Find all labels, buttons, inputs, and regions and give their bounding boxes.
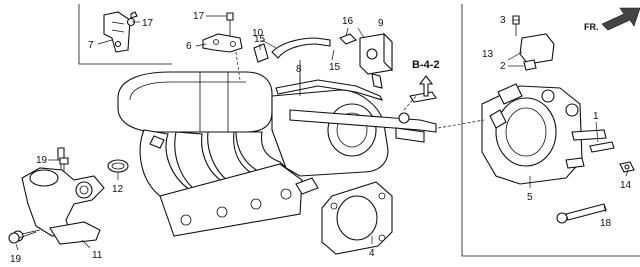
front-direction-arrow: FR. [584, 7, 640, 32]
callout-12: 12 [112, 184, 124, 195]
leader-lines [15, 15, 629, 251]
hose-10 [253, 37, 331, 63]
callout-1: 1 [593, 111, 599, 122]
guide-lines [235, 51, 485, 129]
callout-17-inset: 17 [142, 18, 154, 29]
o-ring-12 [107, 159, 129, 173]
front-direction-label: FR. [584, 22, 599, 32]
callout-6: 6 [186, 41, 192, 52]
reference-label: B-4-2 [412, 59, 440, 71]
bolt-19-top [59, 157, 69, 172]
reference-b-4-2: B-4-2 [412, 59, 440, 97]
callout-19-top: 19 [36, 155, 48, 166]
callout-11: 11 [92, 250, 103, 261]
pipe-8 [275, 79, 437, 103]
iac-valve-11 [12, 147, 105, 245]
inset-bracket-assembly [103, 11, 138, 53]
callout-15-left: 15 [254, 34, 266, 45]
callout-8: 8 [296, 64, 302, 75]
callout-15-right: 15 [329, 62, 341, 73]
callout-18: 18 [600, 218, 612, 229]
callout-5: 5 [527, 192, 533, 203]
callout-3: 3 [500, 15, 506, 26]
callout-2: 2 [500, 61, 506, 72]
bolt-19-bottom [8, 231, 37, 244]
callout-19-bottom: 19 [10, 254, 22, 265]
intake-manifold [117, 60, 437, 237]
inset-box-throttle [461, 4, 640, 257]
callout-10: 10 [252, 28, 264, 39]
callout-9: 9 [378, 18, 384, 29]
callout-17: 17 [193, 11, 205, 22]
callout-4: 4 [369, 248, 375, 259]
callout-13: 13 [482, 49, 494, 60]
inset-box-bracket [78, 4, 172, 65]
callout-7: 7 [88, 40, 94, 51]
solenoid-9 [339, 32, 393, 89]
callout-16: 16 [342, 16, 354, 27]
gasket-4 [321, 181, 393, 255]
throttle-body-5 [481, 15, 635, 224]
callout-14: 14 [620, 180, 632, 191]
bracket-6 [202, 12, 243, 53]
